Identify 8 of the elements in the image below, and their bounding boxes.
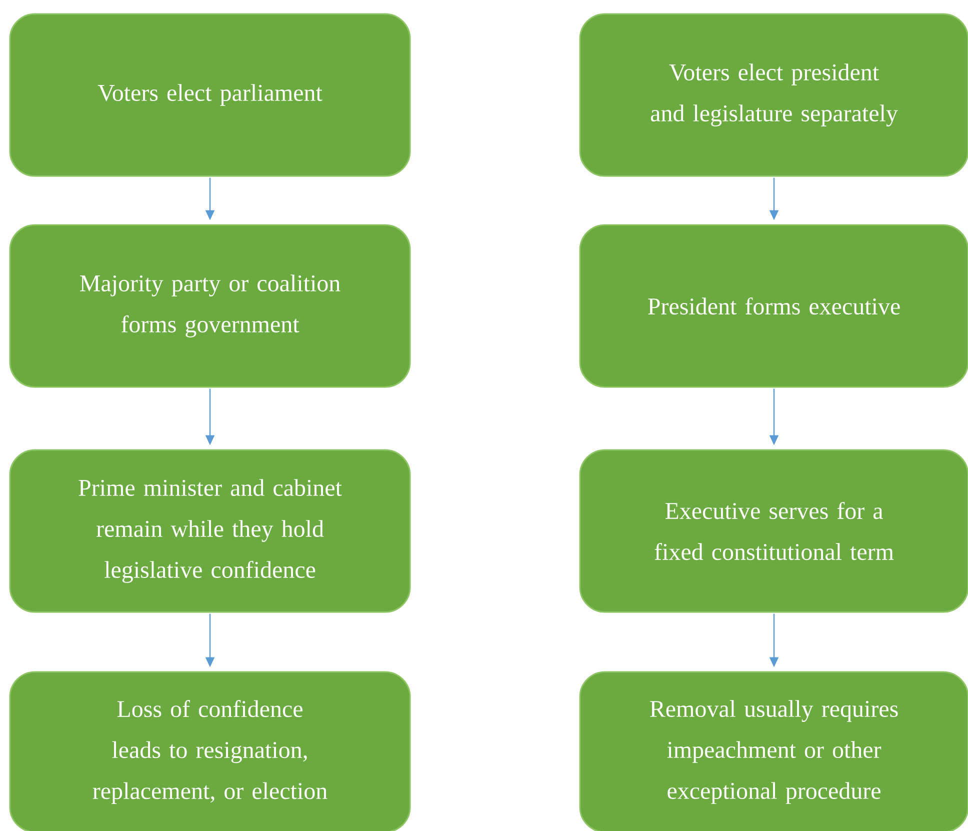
process-box: Prime minister and cabinet remain while they hold legislative confidence: [9, 449, 411, 613]
process-box: Executive serves for a fixed constitutional term: [579, 449, 968, 613]
process-box: Removal usually requires impeachment or other exceptional procedure: [579, 671, 968, 831]
process-box: President forms executive: [579, 224, 968, 388]
process-box: Voters elect parliament: [9, 13, 411, 177]
process-box: Loss of confidence leads to resignation, replacement, or election: [9, 671, 411, 831]
process-box: Majority party or coalition forms government: [9, 224, 411, 388]
process-box: Voters elect president and legislature separately: [579, 13, 968, 177]
